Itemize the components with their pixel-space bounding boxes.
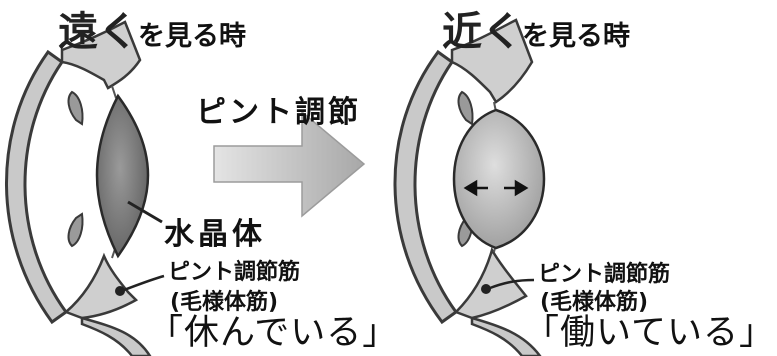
left-muscle-label: ピント調節筋 <box>168 260 301 285</box>
left-lens-thin <box>95 93 150 259</box>
lens-leader-line <box>127 200 163 224</box>
right-sclera <box>470 316 542 356</box>
left-state: 「休んでいる」 <box>148 313 399 353</box>
right-upper-ciliary-body <box>450 18 534 104</box>
left-title-rest: を見る時 <box>138 21 246 52</box>
left-cornea <box>5 49 69 325</box>
lens-label: 水晶体 <box>164 217 266 252</box>
right-title-rest: を見る時 <box>522 21 630 52</box>
right-muscle-dot <box>481 284 491 294</box>
focus-adjust-label: ピント調節 <box>196 95 361 130</box>
left-title: 遠くを見る時 <box>58 12 246 52</box>
right-iris-upper <box>457 90 474 126</box>
right-muscle-leader <box>489 278 535 290</box>
focus-adjust-arrow <box>213 110 366 218</box>
lens-expand-arrows <box>463 179 529 197</box>
left-iris-upper <box>67 90 84 126</box>
left-zonule-upper <box>111 85 117 99</box>
right-muscle-label: ピント調節筋 <box>538 262 671 287</box>
right-title-near: 近く <box>442 9 522 55</box>
left-muscle-dot <box>115 286 125 296</box>
left-upper-ciliary-body <box>60 20 142 90</box>
right-state: 「働いている」 <box>524 313 775 353</box>
left-lower-ciliary-body <box>63 252 139 320</box>
left-title-far: 遠く <box>58 9 138 55</box>
right-lower-ciliary-body <box>453 246 528 320</box>
right-lens-thick <box>452 108 546 250</box>
left-eye-illustration <box>5 20 165 356</box>
left-muscle-sub: (毛様体筋) <box>170 290 279 315</box>
right-muscle-sub: (毛様体筋) <box>540 290 649 315</box>
right-eye-illustration <box>393 18 546 356</box>
right-cornea <box>393 49 459 325</box>
right-title: 近くを見る時 <box>442 12 630 52</box>
left-iris-lower <box>67 212 84 248</box>
left-sclera <box>80 316 152 356</box>
left-muscle-leader <box>123 274 165 292</box>
